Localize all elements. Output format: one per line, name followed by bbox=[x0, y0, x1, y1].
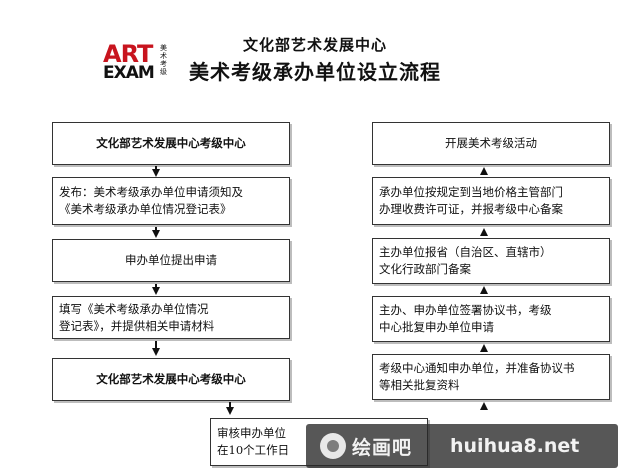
step-right-5: 考级中心通知申办单位，并准备协议书 等相关批复资料 bbox=[372, 354, 610, 400]
site-watermark: 绘画吧 huihua8.net bbox=[306, 424, 618, 468]
connector-left-1 bbox=[155, 166, 157, 170]
step-left-4: 填写《美术考级承办单位情况 登记表》，并提供相关申请材料 bbox=[52, 296, 290, 339]
logo-art-text: ART bbox=[103, 40, 153, 68]
step-right-4-text: 主办、申办单位签署协议书，考级 中心批复申办单位申请 bbox=[379, 303, 552, 334]
step-left-2-text: 发布：美术考级承办单位申请须知及 《美术考级承办单位情况登记表》 bbox=[59, 185, 243, 216]
arrow-down-icon bbox=[152, 230, 160, 238]
connector-left-3 bbox=[155, 284, 157, 288]
step-right-4: 主办、申办单位签署协议书，考级 中心批复申办单位申请 bbox=[372, 296, 610, 342]
logo-exam-text: EXAM bbox=[103, 63, 155, 83]
arrow-down-icon bbox=[226, 407, 234, 415]
step-left-4-text: 填写《美术考级承办单位情况 登记表》，并提供相关申请材料 bbox=[59, 301, 215, 333]
arrow-down-icon bbox=[152, 287, 160, 295]
step-right-1-text: 开展美术考级活动 bbox=[445, 136, 537, 150]
arrow-up-icon bbox=[480, 286, 488, 294]
connector-left-2 bbox=[155, 227, 157, 231]
logo-side-text: 美术考级 bbox=[160, 44, 167, 76]
step-right-2: 承办单位按规定到当地价格主管部门 办理收费许可证，并报考级中心备案 bbox=[372, 177, 610, 225]
art-exam-logo: ART EXAM 美术考级 bbox=[103, 42, 181, 84]
step-left-5-text: 文化部艺术发展中心考级中心 bbox=[96, 372, 246, 386]
arrow-up-icon bbox=[480, 228, 488, 236]
step-left-6-text: 审核申办单位 在10个工作日 bbox=[217, 426, 290, 457]
step-right-2-text: 承办单位按规定到当地价格主管部门 办理收费许可证，并报考级中心备案 bbox=[379, 185, 563, 216]
watermark-url: huihua8.net bbox=[450, 435, 580, 457]
step-left-5: 文化部艺术发展中心考级中心 bbox=[52, 358, 290, 401]
arrow-down-icon bbox=[152, 169, 160, 177]
watermark-site-name: 绘画吧 bbox=[352, 437, 413, 459]
step-left-1: 文化部艺术发展中心考级中心 bbox=[52, 122, 290, 165]
step-right-1: 开展美术考级活动 bbox=[372, 122, 610, 165]
step-left-3: 申办单位提出申请 bbox=[52, 239, 290, 282]
connector-left-5 bbox=[229, 402, 231, 408]
connector-left-4 bbox=[155, 341, 157, 349]
arrow-up-icon bbox=[480, 402, 488, 410]
step-left-2: 发布：美术考级承办单位申请须知及 《美术考级承办单位情况登记表》 bbox=[52, 177, 290, 225]
step-right-3: 主办单位报省（自治区、直辖市） 文化行政部门备案 bbox=[372, 238, 610, 284]
step-right-3-text: 主办单位报省（自治区、直辖市） 文化行政部门备案 bbox=[379, 245, 552, 276]
arrow-up-icon bbox=[480, 344, 488, 352]
arrow-down-icon bbox=[152, 348, 160, 356]
brush-logo-icon bbox=[320, 433, 346, 459]
step-left-3-text: 申办单位提出申请 bbox=[125, 253, 217, 267]
organization-name: 文化部艺术发展中心 bbox=[242, 36, 387, 54]
arrow-up-icon bbox=[480, 167, 488, 175]
step-left-1-text: 文化部艺术发展中心考级中心 bbox=[96, 136, 246, 150]
page-title: 美术考级承办单位设立流程 bbox=[189, 60, 441, 84]
step-right-5-text: 考级中心通知申办单位，并准备协议书 等相关批复资料 bbox=[379, 361, 575, 392]
